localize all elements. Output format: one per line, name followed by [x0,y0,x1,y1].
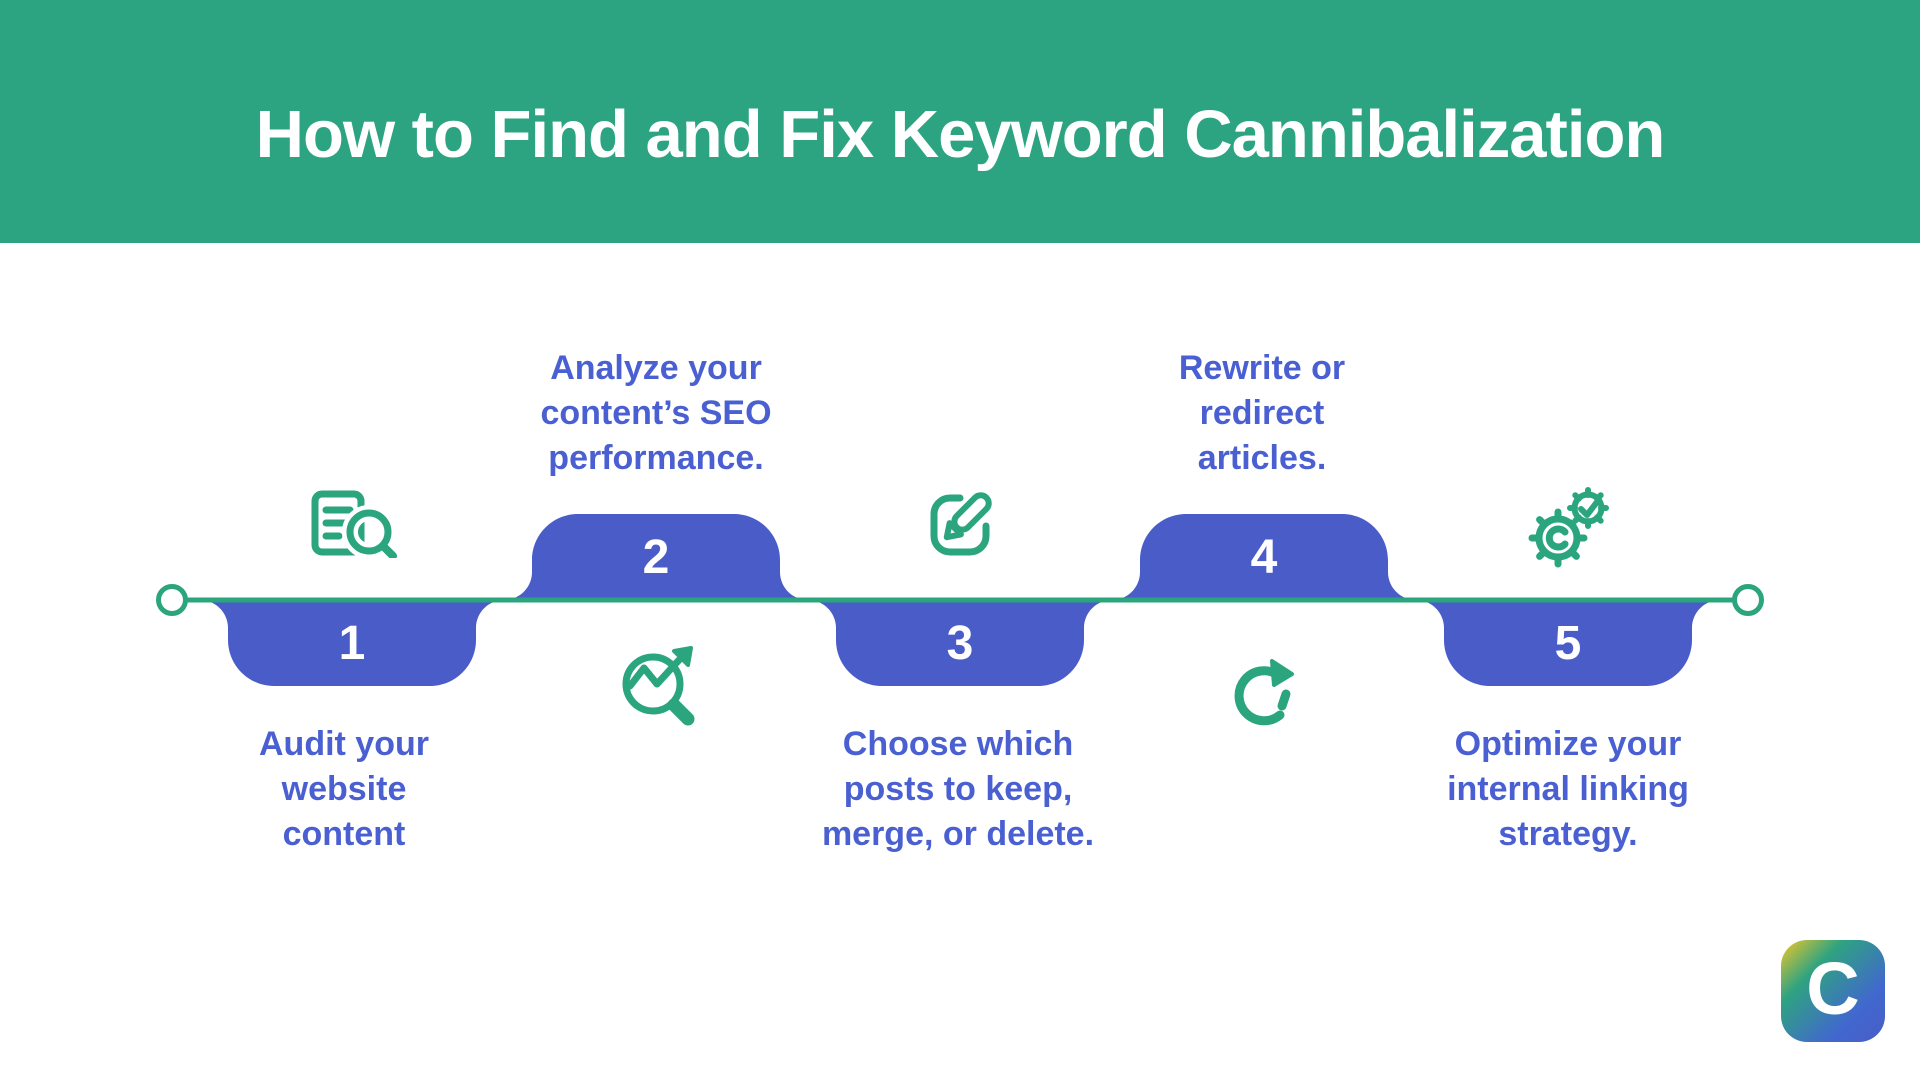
step-1-number: 1 [338,616,366,670]
redirect-refresh-icon [1234,659,1294,726]
step-4-bump [1112,514,1416,600]
header-banner: How to Find and Fix Keyword Cannibalizat… [0,0,1920,243]
step-1-label: Audit your website content [259,725,429,853]
step-5-label: Optimize your internal linking strategy. [1447,725,1689,853]
logo-badge: C [1781,940,1885,1042]
document-search-icon [311,490,397,558]
step-5-bump [1416,600,1720,686]
step-3-number: 3 [946,616,974,670]
seo-chart-magnifier-icon [622,646,695,726]
step-2-label: Analyze your content’s SEO performance. [540,349,772,477]
timeline-end-dot [1732,584,1764,616]
step-2-bump [504,514,808,600]
step-4-number: 4 [1250,530,1278,584]
step-3-label: Choose which posts to keep, merge, or de… [821,725,1095,853]
step-5-number: 5 [1554,616,1582,670]
gears-check-icon [1528,487,1609,568]
logo-letter: C [1806,947,1860,1030]
step-2-number: 2 [642,530,670,584]
edit-pencil-icon [930,492,992,556]
page-title: How to Find and Fix Keyword Cannibalizat… [255,97,1666,172]
step-4-label: Rewrite or redirect articles. [1178,349,1346,477]
step-1-bump [200,600,504,686]
step-3-bump [808,600,1112,686]
timeline-start-dot [156,584,188,616]
